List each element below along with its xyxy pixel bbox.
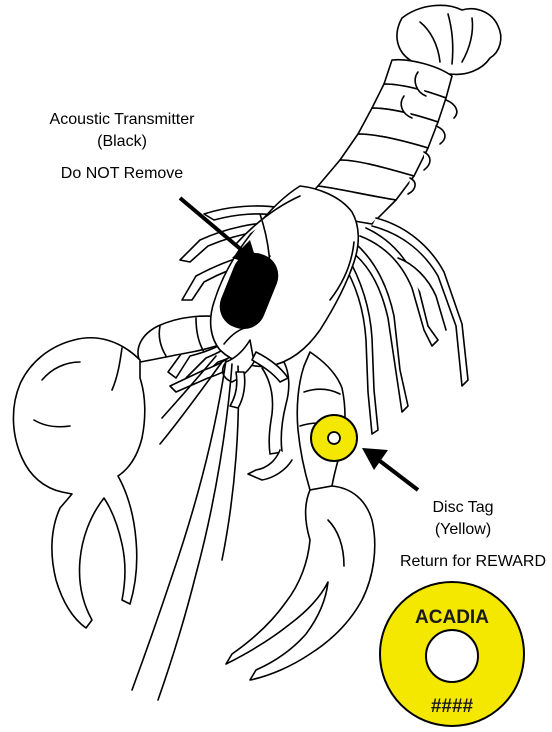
disc-closeup-top-text: ACADIA bbox=[415, 607, 489, 628]
transmitter-title: Acoustic Transmitter bbox=[30, 110, 214, 130]
walking-legs bbox=[342, 218, 468, 434]
lower-claw bbox=[226, 352, 375, 680]
disc-tag-closeup: ACADIA #### bbox=[380, 582, 524, 726]
disc-tag-title: Disc Tag bbox=[388, 498, 538, 518]
disc-tag-on-lobster bbox=[311, 415, 357, 461]
disc-tag-color-note: (Yellow) bbox=[388, 520, 538, 540]
disc-tag-arrow bbox=[362, 448, 418, 490]
transmitter-color-note: (Black) bbox=[30, 132, 214, 152]
disc-closeup-bottom-text: #### bbox=[431, 696, 474, 717]
disc-tag-instruction: Return for REWARD bbox=[398, 552, 548, 572]
transmitter-instruction: Do NOT Remove bbox=[30, 164, 214, 184]
antennae bbox=[132, 356, 238, 700]
